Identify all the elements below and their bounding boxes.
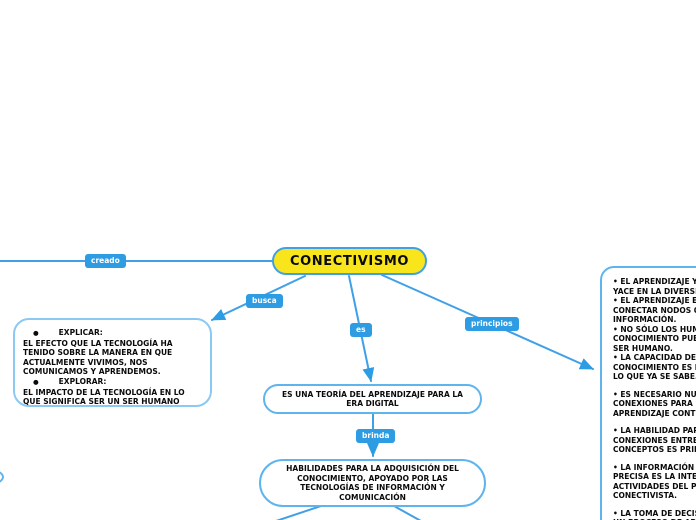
edge-label-creado[interactable]: creado bbox=[85, 254, 126, 268]
node-habilidades[interactable]: HABILIDADES PARA LA ADQUISICIÓN DEL CONO… bbox=[259, 459, 486, 507]
bullet-icon: ● bbox=[33, 377, 39, 386]
explorar-heading-label: EXPLORAR: bbox=[58, 376, 107, 386]
edge-bottom-right-line bbox=[393, 505, 422, 520]
bullet-icon: ● bbox=[33, 329, 39, 337]
principio-line: UN PROCESO DE APR bbox=[613, 518, 696, 520]
principio-line: PRECISA ES LA INTE bbox=[613, 472, 696, 481]
principio-item: • NO SÓLO LOS HUM CONOCIMIENTO PUE SER H… bbox=[613, 325, 696, 354]
principio-line: YACE EN LA DIVERSI bbox=[613, 286, 696, 296]
explicar-heading: ● EXPLICAR: bbox=[23, 328, 202, 339]
principio-line: • EL APRENDIZAJE E bbox=[613, 296, 696, 305]
teoria-line: ES UNA TEORÍA DEL APRENDIZAJE PARA LA bbox=[282, 389, 463, 399]
principio-line: ACTIVIDADES DEL P bbox=[613, 481, 696, 491]
principio-line: • LA TOMA DE DECIS bbox=[613, 508, 696, 518]
edge-label-busca[interactable]: busca bbox=[246, 294, 283, 308]
principio-line: CONOCIMIENTO ES M bbox=[613, 362, 696, 372]
principio-item: • ES NECESARIO NU CONEXIONES PARA F APRE… bbox=[613, 390, 696, 419]
principio-line: • LA HABILIDAD PAR bbox=[613, 426, 696, 435]
principio-item: • LA CAPACIDAD DE CONOCIMIENTO ES M LO Q… bbox=[613, 353, 696, 382]
teoria-line: ERA DIGITAL bbox=[346, 399, 399, 408]
habilidades-line: CONOCIMIENTO, APOYADO POR LAS bbox=[297, 473, 448, 483]
principio-item: • EL APRENDIZAJE E CONECTAR NODOS O INFO… bbox=[613, 296, 696, 325]
principio-line: • LA INFORMACIÓN A bbox=[613, 462, 696, 472]
principio-line: INFORMACIÓN. bbox=[613, 315, 677, 324]
habilidades-line: HABILIDADES PARA LA ADQUISICIÓN DEL bbox=[286, 464, 459, 473]
principio-item: • LA INFORMACIÓN A PRECISA ES LA INTE AC… bbox=[613, 463, 696, 501]
principio-item: • LA TOMA DE DECIS UN PROCESO DE APR QUÉ… bbox=[613, 509, 696, 520]
principio-line: APRENDIZAJE CONT bbox=[613, 408, 696, 418]
principio-line: CONEXIONES PARA F bbox=[613, 399, 696, 408]
node-teoria-era-digital[interactable]: ES UNA TEORÍA DEL APRENDIZAJE PARA LA ER… bbox=[263, 384, 482, 414]
explicar-body: EL EFECTO QUE LA TECNOLOGÍA HA TENIDO SO… bbox=[23, 338, 173, 377]
habilidades-line: COMUNICACIÓN bbox=[339, 492, 406, 502]
principio-line: CONOCIMIENTO PUE bbox=[613, 334, 696, 343]
explicar-heading-label: EXPLICAR: bbox=[58, 328, 103, 337]
explorar-heading: ● EXPLORAR: bbox=[23, 377, 202, 388]
principio-item: • LA HABILIDAD PAR CONEXIONES ENTRE CONC… bbox=[613, 426, 696, 455]
edge-bottom-left-line bbox=[275, 505, 322, 520]
edge-label-brinda[interactable]: brinda bbox=[356, 429, 396, 443]
principio-line: CONECTAR NODOS O bbox=[613, 305, 696, 315]
principio-line: • LA CAPACIDAD DE bbox=[613, 353, 696, 362]
root-node-conectivismo[interactable]: CONECTIVISMO bbox=[272, 247, 427, 275]
node-explicar-explorar[interactable]: ● EXPLICAR: EL EFECTO QUE LA TECNOLOGÍA … bbox=[13, 318, 212, 407]
principio-line: SER HUMANO. bbox=[613, 343, 673, 353]
edge-label-es[interactable]: es bbox=[350, 323, 372, 337]
principio-line: CONEXIONES ENTRE bbox=[613, 435, 696, 445]
explorar-body: EL IMPACTO DE LA TECNOLOGÍA EN LO QUE SI… bbox=[23, 387, 185, 407]
principio-line: • EL APRENDIZAJE Y bbox=[613, 277, 696, 286]
principio-item: • EL APRENDIZAJE Y YACE EN LA DIVERSI bbox=[613, 277, 696, 296]
principio-line: CONECTIVISTA. bbox=[613, 491, 678, 500]
principio-line: • NO SÓLO LOS HUM bbox=[613, 324, 696, 334]
node-principios-panel[interactable]: • EL APRENDIZAJE Y YACE EN LA DIVERSI • … bbox=[600, 266, 696, 520]
edge-label-principios[interactable]: principios bbox=[465, 317, 519, 331]
principio-line: LO QUE YA SE SABE. bbox=[613, 372, 696, 381]
habilidades-line: TECNOLOGÍAS DE INFORMACIÓN Y bbox=[300, 483, 445, 492]
principio-line: • ES NECESARIO NU bbox=[613, 389, 696, 399]
principio-line: CONCEPTOS ES PRIM bbox=[613, 445, 696, 454]
